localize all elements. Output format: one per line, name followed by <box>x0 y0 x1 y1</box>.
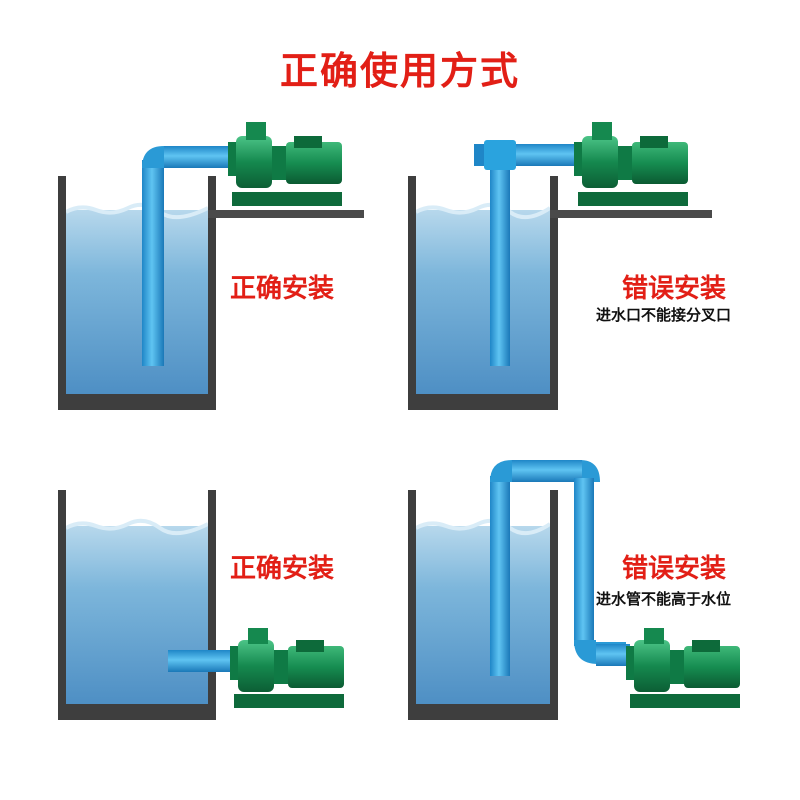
panel-4-note: 进水管不能高于水位 <box>596 590 732 608</box>
inlet-pipe <box>168 650 236 672</box>
panel-2 <box>408 122 712 410</box>
panel-3 <box>58 490 344 720</box>
pump <box>626 628 740 708</box>
water <box>66 210 208 394</box>
ground-ledge <box>550 210 712 218</box>
water <box>416 210 550 394</box>
panel-1-label: 正确安装 <box>230 274 335 304</box>
tank <box>408 176 558 410</box>
panel-1 <box>58 122 364 410</box>
panel-4-label: 错误安装 <box>622 554 727 584</box>
panel-4 <box>408 460 740 720</box>
pump <box>574 122 688 206</box>
tank <box>58 490 216 720</box>
water-surface <box>65 518 209 536</box>
water-surface <box>65 202 209 220</box>
panel-2-note: 进水口不能接分叉口 <box>596 306 732 324</box>
water <box>66 526 208 704</box>
page-title: 正确使用方式 <box>279 49 520 93</box>
ground-ledge <box>208 210 364 218</box>
panel-2-label: 错误安装 <box>622 274 727 304</box>
inlet-pipe <box>490 460 630 676</box>
panel-3-label: 正确安装 <box>230 554 335 584</box>
pump <box>228 122 342 206</box>
tank <box>408 490 558 720</box>
inlet-pipe <box>142 146 234 366</box>
inlet-pipe <box>474 140 580 366</box>
water-surface <box>415 518 552 536</box>
water-surface <box>415 202 552 220</box>
water <box>416 526 550 704</box>
pump <box>230 628 344 708</box>
tank <box>58 176 216 410</box>
